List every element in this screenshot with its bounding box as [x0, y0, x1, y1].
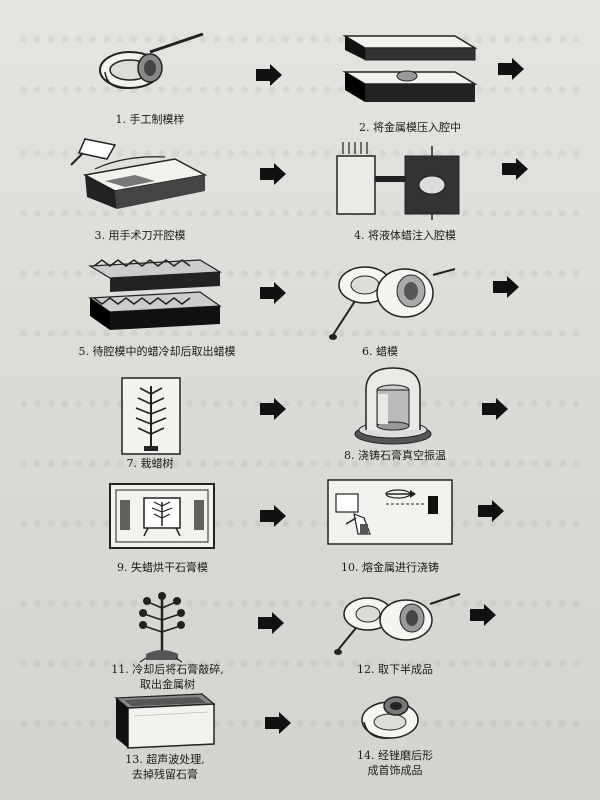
right-arrow-icon [260, 398, 286, 420]
right-arrow-icon [493, 276, 519, 298]
step-10-label: 10. 熔金属进行浇铸 [341, 561, 439, 574]
right-arrow-icon [260, 163, 286, 185]
right-arrow-icon [260, 505, 286, 527]
arrow-3 [260, 163, 286, 185]
metal-mold-press-icon [342, 35, 478, 102]
wax-tree-icon [121, 377, 181, 455]
step-4-label: 4. 将液体蜡注入腔模 [354, 229, 456, 242]
step-11-label: 11. 冷却后将石膏敲碎, 取出金属树 [100, 662, 235, 692]
step-14-label-line2: 成首饰成品 [367, 764, 423, 777]
drying-oven-icon [109, 483, 215, 549]
vacuum-bell-jar-icon [354, 367, 432, 445]
step-1-illustration [95, 30, 205, 100]
arrow-5 [260, 282, 286, 304]
right-arrow-icon [502, 158, 528, 180]
step-13-illustration [110, 690, 220, 750]
arrow-9 [260, 505, 286, 527]
step-14-label: 14. 经锉磨后形 成首饰成品 [345, 748, 445, 778]
step-1-label: 1. 手工制模样 [115, 113, 185, 126]
arrow-12 [470, 604, 496, 626]
metal-tree-icon [139, 592, 185, 663]
step-13-label-line1: 13. 超声波处理, [125, 753, 205, 766]
right-arrow-icon [258, 612, 284, 634]
step-9-illustration [108, 482, 216, 550]
step-4-illustration [335, 140, 470, 220]
step-6-label: 6. 蜡模 [362, 345, 398, 358]
arrow-10 [478, 500, 504, 522]
step-12-illustration [326, 586, 466, 660]
arrow-4 [502, 158, 528, 180]
step-3-label: 3. 用手术刀开腔模 [94, 229, 186, 242]
step-8-label: 8. 浇铸石膏真空振温 [344, 449, 446, 462]
wax-ring-model-icon [329, 266, 456, 340]
step-7-label: 7. 栽蜡树 [126, 457, 174, 470]
step-2-label: 2. 将金属模压入腔中 [359, 121, 461, 134]
ultrasonic-cleaner-icon [114, 693, 216, 749]
step-11-label-line2: 取出金属树 [140, 678, 195, 691]
metal-casting-machine-icon [327, 479, 453, 545]
arrow-6 [493, 276, 519, 298]
step-14-label-line1: 14. 经锉磨后形 [357, 749, 433, 762]
step-11-illustration [132, 588, 192, 666]
step-5-label: 5. 待腔模中的蜡冷却后取出蜡模 [78, 345, 236, 358]
semi-finished-ring-icon [334, 593, 461, 655]
right-arrow-icon [470, 604, 496, 626]
right-arrow-icon [265, 712, 291, 734]
step-10-illustration [326, 478, 454, 546]
step-11-label-line1: 11. 冷却后将石膏敲碎, [111, 663, 224, 676]
right-arrow-icon [260, 282, 286, 304]
step-7-illustration [120, 376, 182, 456]
opened-mold-halves-icon [88, 259, 222, 330]
step-6-illustration [325, 255, 465, 345]
scalpel-cutting-mold-icon [70, 138, 208, 209]
right-arrow-icon [256, 64, 282, 86]
arrow-8 [482, 398, 508, 420]
arrow-13 [265, 712, 291, 734]
arrow-2 [498, 58, 524, 80]
finished-ring-icon [361, 696, 419, 739]
step-5-illustration [80, 258, 230, 338]
wax-injection-icon [336, 142, 460, 220]
ring-with-tool-icon [99, 32, 204, 89]
step-3-illustration [65, 135, 215, 220]
step-12-label: 12. 取下半成品 [357, 663, 433, 676]
arrow-11 [258, 612, 284, 634]
step-14-illustration [358, 688, 428, 744]
right-arrow-icon [478, 500, 504, 522]
step-13-label-line2: 去掉残留石膏 [132, 768, 198, 781]
step-13-label: 13. 超声波处理, 去掉残留石膏 [110, 752, 220, 782]
step-2-illustration [335, 30, 485, 110]
arrow-1 [256, 64, 282, 86]
step-9-label: 9. 失蜡烘干石膏模 [117, 561, 208, 574]
right-arrow-icon [482, 398, 508, 420]
arrow-7 [260, 398, 286, 420]
right-arrow-icon [498, 58, 524, 80]
step-8-illustration [352, 364, 434, 446]
